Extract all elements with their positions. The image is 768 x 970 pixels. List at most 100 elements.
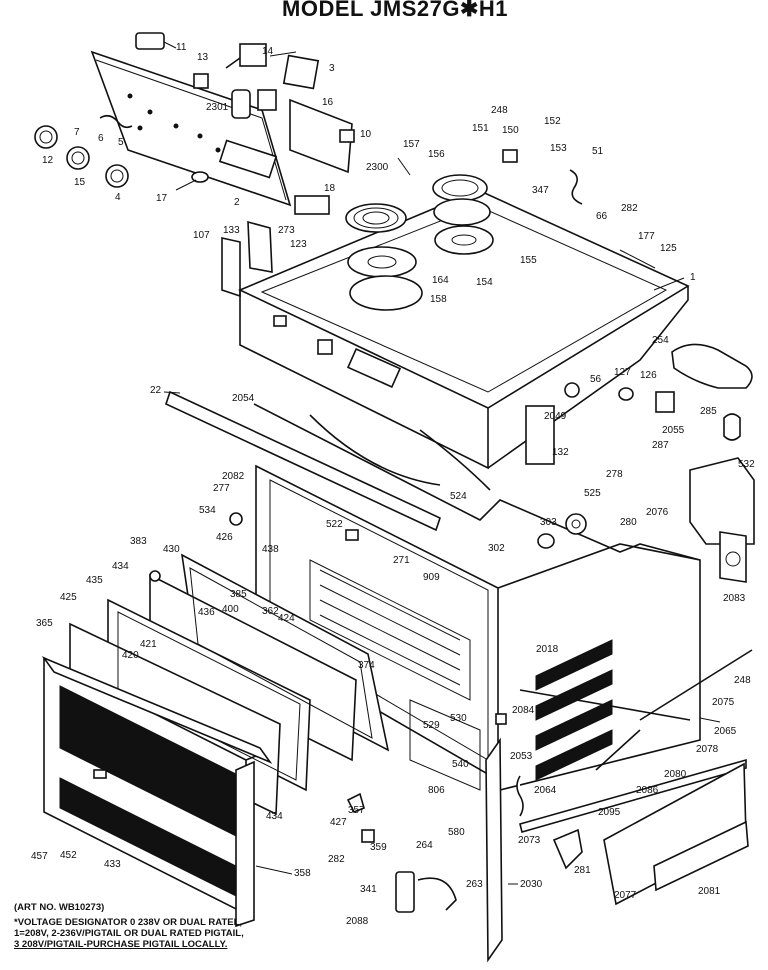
callout-452: 452: [60, 850, 77, 861]
callout-6: 6: [98, 133, 104, 144]
callout-435: 435: [86, 575, 103, 586]
callout-123: 123: [290, 239, 307, 250]
callout-2084: 2084: [512, 705, 535, 716]
callout-155: 155: [520, 255, 537, 266]
side-slots: [519, 639, 753, 781]
callout-7: 7: [74, 127, 80, 138]
callout-302: 302: [488, 543, 505, 554]
outer-oven-door: [41, 656, 273, 928]
callout-2301: 2301: [206, 102, 229, 113]
callout-2065: 2065: [714, 726, 737, 737]
callout-2054: 2054: [232, 393, 255, 404]
callout-278: 278: [606, 469, 623, 480]
callout-127: 127: [614, 367, 631, 378]
callout-125: 125: [660, 243, 677, 254]
callout-177: 177: [638, 231, 655, 242]
callout-282: 282: [621, 203, 638, 214]
callout-357: 357: [348, 805, 365, 816]
callout-18: 18: [324, 183, 336, 194]
right-cooktop-parts: [525, 343, 755, 583]
callout-248: 248: [491, 105, 508, 116]
callout-107: 107: [193, 230, 210, 241]
callout-133: 133: [223, 225, 240, 236]
callout-532: 532: [738, 459, 755, 470]
callout-5: 5: [118, 137, 124, 148]
callout-2055: 2055: [662, 425, 685, 436]
callout-132: 132: [552, 447, 569, 458]
callout-2083: 2083: [723, 593, 746, 604]
callout-2030: 2030: [520, 879, 543, 890]
callout-358: 358: [294, 868, 311, 879]
callout-11: 11: [176, 42, 187, 53]
callout-153: 153: [550, 143, 567, 154]
callout-2073: 2073: [518, 835, 541, 846]
voltage-note-line-2: 1=208V, 2-236V/PIGTAIL OR DUAL RATED PIG…: [14, 928, 244, 939]
front-trim-bar: [165, 390, 441, 532]
callout-385: 385: [230, 589, 247, 600]
callout-434-b: 434: [266, 811, 283, 822]
callout-400: 400: [222, 604, 239, 615]
callout-126: 126: [640, 370, 657, 381]
callout-362: 362: [262, 606, 279, 617]
callout-303: 303: [540, 517, 557, 528]
callout-264: 264: [416, 840, 433, 851]
callout-2081: 2081: [698, 886, 721, 897]
callout-56: 56: [590, 374, 602, 385]
callout-426: 426: [216, 532, 233, 543]
callout-534: 534: [199, 505, 216, 516]
callout-156: 156: [428, 149, 445, 160]
callout-4: 4: [115, 192, 121, 203]
callout-12: 12: [42, 155, 54, 166]
callout-273: 273: [278, 225, 295, 236]
callout-2080: 2080: [664, 769, 687, 780]
callout-152: 152: [544, 116, 561, 127]
callout-341: 341: [360, 884, 377, 895]
callout-420: 420: [122, 650, 139, 661]
callout-2049: 2049: [544, 411, 567, 422]
callout-347: 347: [532, 185, 549, 196]
callout-359: 359: [370, 842, 387, 853]
callout-430: 430: [163, 544, 180, 555]
callout-154: 154: [476, 277, 493, 288]
callout-22: 22: [150, 385, 162, 396]
callout-540: 540: [452, 759, 469, 770]
callout-14: 14: [262, 46, 274, 57]
oven-racks: [309, 559, 481, 791]
callout-158: 158: [430, 294, 447, 305]
callout-2018: 2018: [536, 644, 559, 655]
callout-17: 17: [156, 193, 168, 204]
control-panel-part: [90, 50, 292, 207]
callout-2095: 2095: [598, 807, 621, 818]
callout-2086: 2086: [636, 785, 659, 796]
drawer-parts: [395, 737, 749, 963]
callout-525: 525: [584, 488, 601, 499]
voltage-note-line-1: *VOLTAGE DESIGNATOR 0 238V OR DUAL RATEL…: [14, 917, 243, 928]
callout-2076: 2076: [646, 507, 669, 518]
callout-2088: 2088: [346, 916, 369, 927]
callout-421: 421: [140, 639, 157, 650]
callout-254: 254: [652, 335, 669, 346]
cooktop-maintop: [238, 189, 690, 470]
knobs: [34, 125, 129, 188]
callout-15: 15: [74, 177, 86, 188]
callout-66: 66: [596, 211, 608, 222]
callout-909: 909: [423, 572, 440, 583]
callout-530: 530: [450, 713, 467, 724]
callout-13: 13: [197, 52, 209, 63]
callout-425: 425: [60, 592, 77, 603]
controls-parts: [99, 32, 355, 215]
callout-806: 806: [428, 785, 445, 796]
callout-277: 277: [213, 483, 230, 494]
callout-150: 150: [502, 125, 519, 136]
callout-2082: 2082: [222, 471, 245, 482]
leader-lines: [163, 41, 721, 885]
callout-580: 580: [448, 827, 465, 838]
callout-524: 524: [450, 491, 467, 502]
callout-522: 522: [326, 519, 343, 530]
callout-151: 151: [472, 123, 489, 134]
callout-424: 424: [278, 613, 295, 624]
callout-282-b: 282: [328, 854, 345, 865]
callout-164: 164: [432, 275, 449, 286]
